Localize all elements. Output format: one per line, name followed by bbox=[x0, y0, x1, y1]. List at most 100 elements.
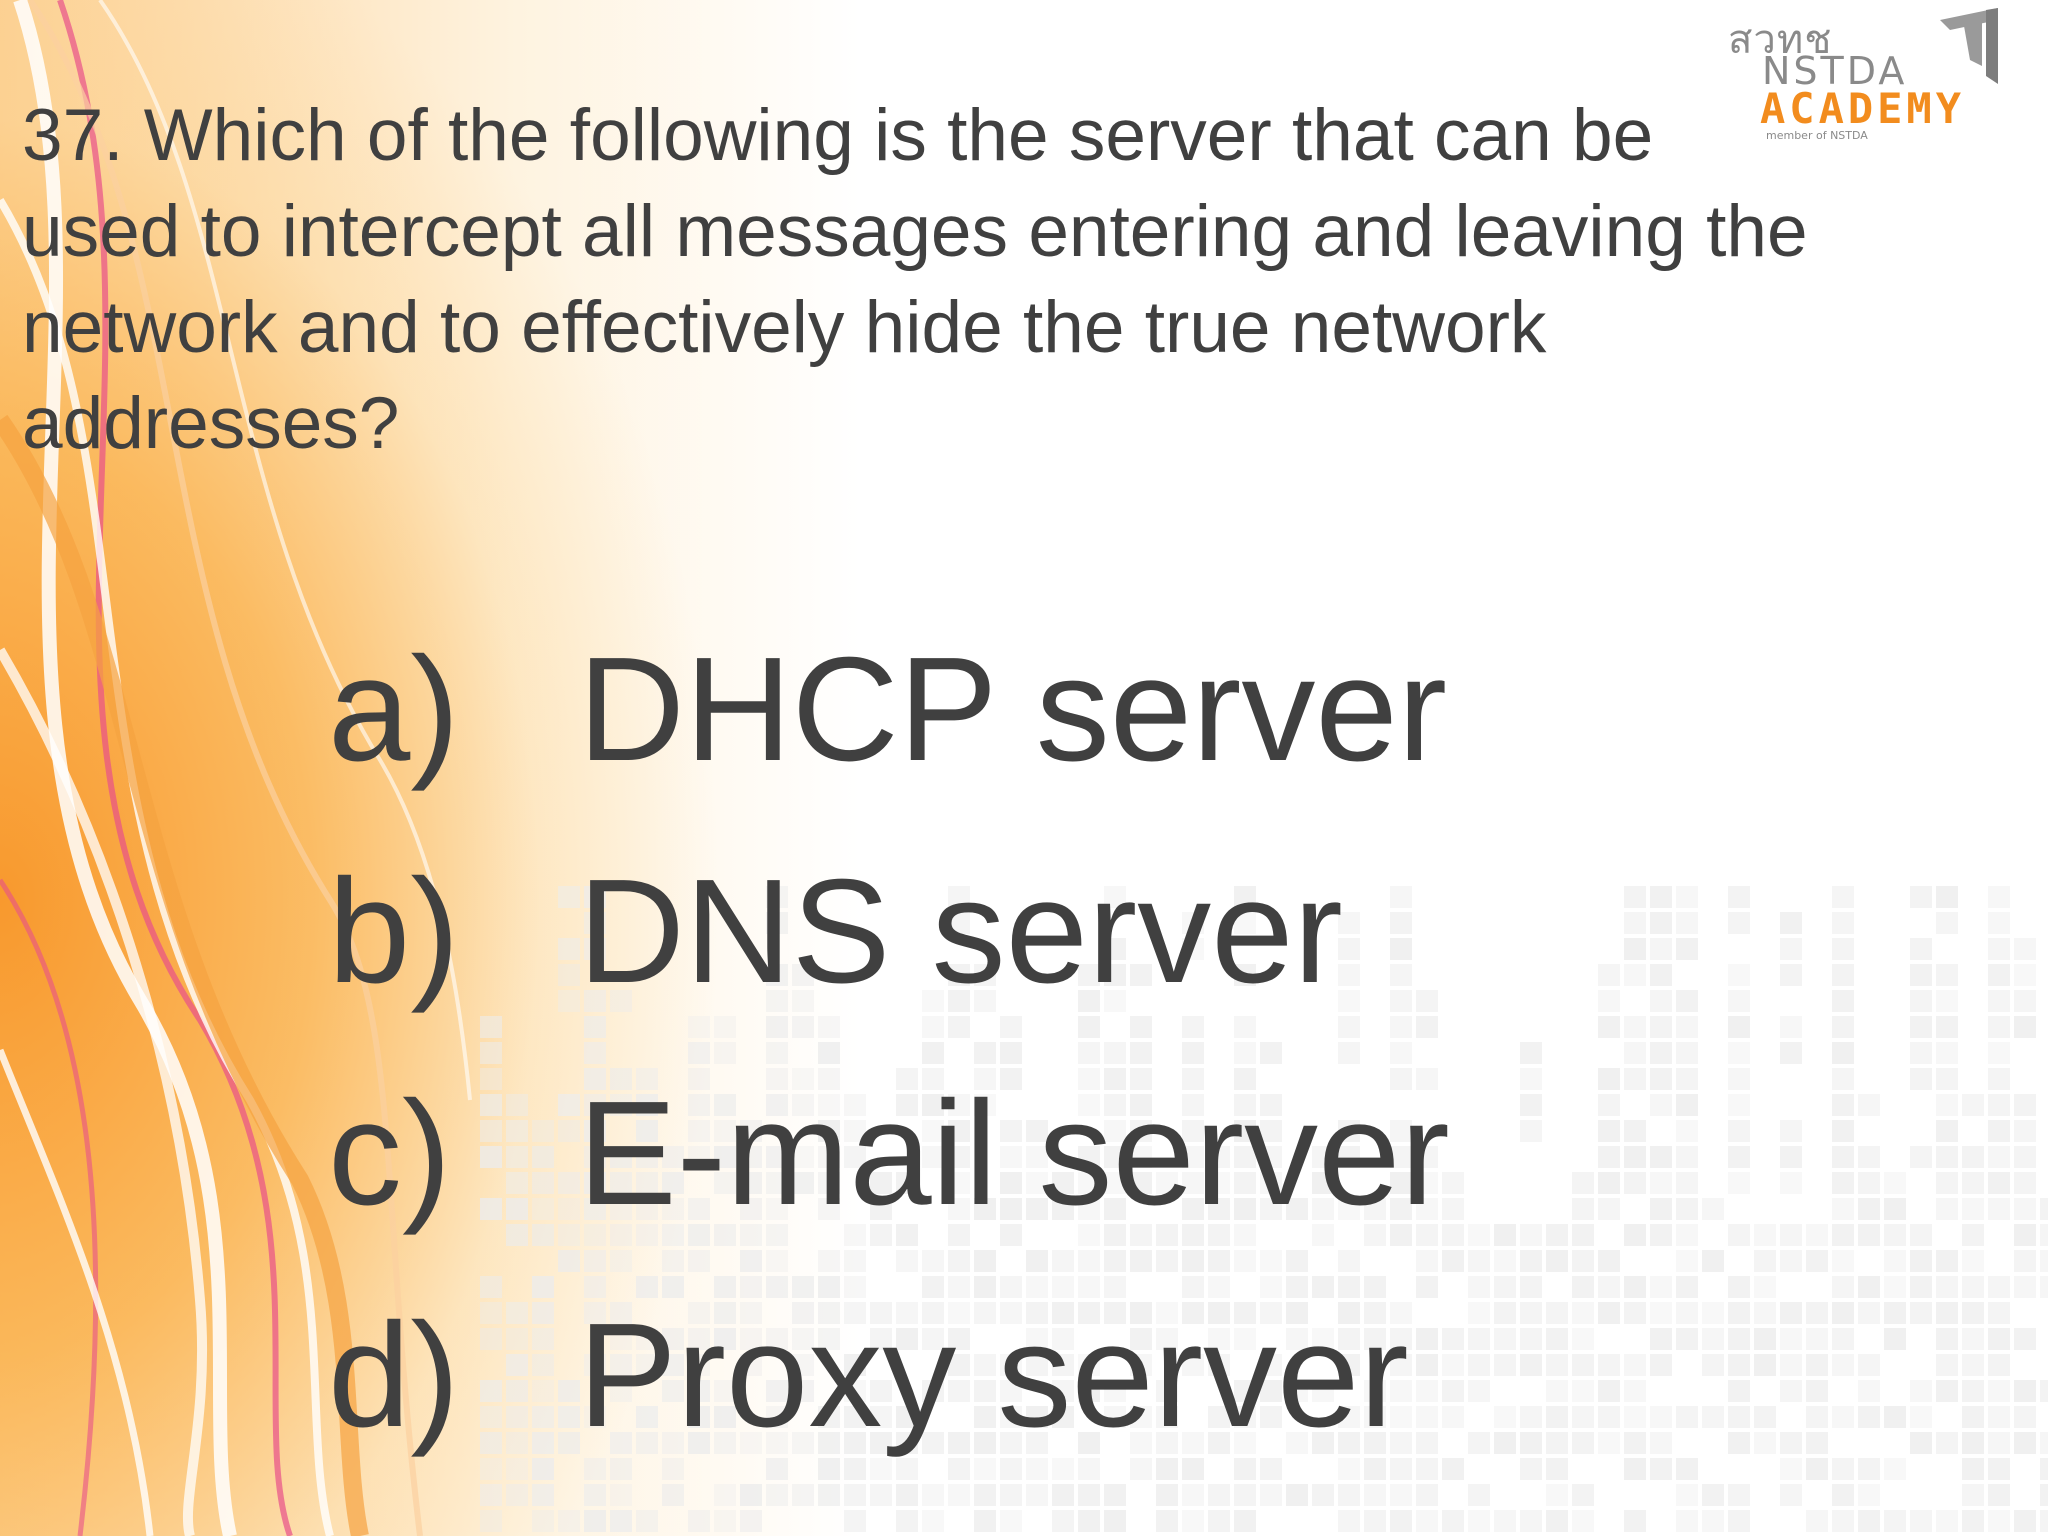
pixel-tile bbox=[1078, 1172, 1100, 1194]
pixel-tile bbox=[1026, 1120, 1048, 1142]
pixel-tile bbox=[1078, 1380, 1100, 1402]
pixel-tile bbox=[1364, 1276, 1386, 1298]
pixel-tile bbox=[1000, 1198, 1022, 1220]
pixel-tile bbox=[610, 1380, 632, 1402]
pixel-tile bbox=[610, 1302, 632, 1324]
pixel-tile bbox=[1520, 1068, 1542, 1090]
pixel-tile bbox=[1000, 1354, 1022, 1376]
pixel-tile bbox=[1416, 1432, 1438, 1454]
pixel-tile bbox=[2014, 1510, 2036, 1532]
pixel-tile bbox=[1156, 1406, 1178, 1428]
pixel-tile bbox=[2040, 1250, 2048, 1272]
pixel-tile bbox=[1832, 1302, 1854, 1324]
pixel-tile bbox=[974, 1484, 996, 1506]
pixel-tile bbox=[532, 1458, 554, 1480]
pixel-tile bbox=[2040, 1276, 2048, 1298]
pixel-tile bbox=[1390, 1302, 1412, 1324]
pixel-tile bbox=[1650, 1068, 1672, 1090]
pixel-tile bbox=[1806, 1354, 1828, 1376]
pixel-tile bbox=[1936, 990, 1958, 1012]
pixel-tile bbox=[948, 1146, 970, 1168]
pixel-tile bbox=[1832, 938, 1854, 960]
pixel-tile bbox=[2040, 1380, 2048, 1402]
pixel-tile bbox=[1416, 1484, 1438, 1506]
pixel-tile bbox=[1832, 964, 1854, 986]
pixel-tile bbox=[1728, 1120, 1750, 1142]
pixel-tile bbox=[1884, 1198, 1906, 1220]
pixel-tile bbox=[896, 1432, 918, 1454]
pixel-tile bbox=[714, 1172, 736, 1194]
pixel-tile bbox=[1910, 990, 1932, 1012]
pixel-tile bbox=[662, 1354, 684, 1376]
pixel-tile bbox=[1286, 1432, 1308, 1454]
pixel-tile bbox=[688, 1380, 710, 1402]
pixel-tile bbox=[1624, 1406, 1646, 1428]
pixel-tile bbox=[922, 1432, 944, 1454]
pixel-tile bbox=[1052, 1484, 1074, 1506]
pixel-tile bbox=[948, 1224, 970, 1246]
option-letter: a) bbox=[328, 627, 460, 792]
pixel-tile bbox=[1390, 1406, 1412, 1428]
pixel-tile bbox=[974, 964, 996, 986]
pixel-tile bbox=[532, 1354, 554, 1376]
pixel-tile bbox=[532, 1172, 554, 1194]
pixel-tile bbox=[662, 1172, 684, 1194]
pixel-tile bbox=[584, 1458, 606, 1480]
pixel-tile bbox=[740, 1250, 762, 1272]
pixel-tile bbox=[740, 1510, 762, 1532]
pixel-tile bbox=[2014, 1120, 2036, 1142]
pixel-tile bbox=[2014, 1198, 2036, 1220]
pixel-tile bbox=[818, 1302, 840, 1324]
pixel-tile bbox=[1598, 1120, 1620, 1142]
pixel-tile bbox=[1676, 1302, 1698, 1324]
pixel-tile bbox=[1416, 1198, 1438, 1220]
pixel-tile bbox=[1572, 1510, 1594, 1532]
pixel-tile bbox=[1988, 1510, 2010, 1532]
pixel-tile bbox=[1104, 1094, 1126, 1116]
pixel-tile bbox=[1104, 1172, 1126, 1194]
pixel-tile bbox=[1338, 1146, 1360, 1168]
pixel-tile bbox=[1884, 1172, 1906, 1194]
pixel-tile bbox=[2014, 938, 2036, 960]
pixel-tile bbox=[792, 1432, 814, 1454]
option-text: DNS server bbox=[578, 849, 1343, 1014]
pixel-tile bbox=[792, 1380, 814, 1402]
pixel-tile bbox=[636, 1276, 658, 1298]
pixel-tile bbox=[870, 1432, 892, 1454]
pixel-tile bbox=[1754, 1302, 1776, 1324]
pixel-tile bbox=[610, 990, 632, 1012]
pixel-tile bbox=[1832, 1406, 1854, 1428]
pixel-tile bbox=[610, 1198, 632, 1220]
pixel-tile bbox=[1650, 938, 1672, 960]
pixel-tile bbox=[1260, 1406, 1282, 1428]
pixel-tile bbox=[1702, 1510, 1724, 1532]
pixel-tile bbox=[1962, 1224, 1984, 1246]
pixel-tile bbox=[844, 1458, 866, 1480]
pixel-tile bbox=[558, 990, 580, 1012]
pixel-tile bbox=[1338, 1120, 1360, 1142]
pixel-tile bbox=[1260, 1172, 1282, 1194]
pixel-tile bbox=[1780, 1302, 1802, 1324]
pixel-tile bbox=[844, 1354, 866, 1376]
pixel-tile bbox=[1910, 1250, 1932, 1272]
option-text: Proxy server bbox=[578, 1293, 1409, 1458]
pixel-tile bbox=[1026, 1302, 1048, 1324]
pixel-tile bbox=[584, 1510, 606, 1532]
pixel-tile bbox=[1026, 1198, 1048, 1220]
pixel-tile bbox=[1650, 912, 1672, 934]
pixel-tile bbox=[1416, 1458, 1438, 1480]
pixel-tile bbox=[1780, 1380, 1802, 1402]
pixel-tile bbox=[1598, 964, 1620, 986]
pixel-tile bbox=[558, 1510, 580, 1532]
pixel-tile bbox=[532, 1146, 554, 1168]
pixel-tile bbox=[1000, 1302, 1022, 1324]
pixel-tile bbox=[662, 1380, 684, 1402]
pixel-tile bbox=[1000, 1484, 1022, 1506]
pixel-tile bbox=[922, 1484, 944, 1506]
pixel-tile bbox=[506, 1224, 528, 1246]
pixel-tile bbox=[1624, 1458, 1646, 1480]
pixel-tile bbox=[740, 1328, 762, 1350]
pixel-tile bbox=[1390, 1068, 1412, 1090]
pixel-tile bbox=[1130, 1224, 1152, 1246]
pixel-tile bbox=[896, 1510, 918, 1532]
